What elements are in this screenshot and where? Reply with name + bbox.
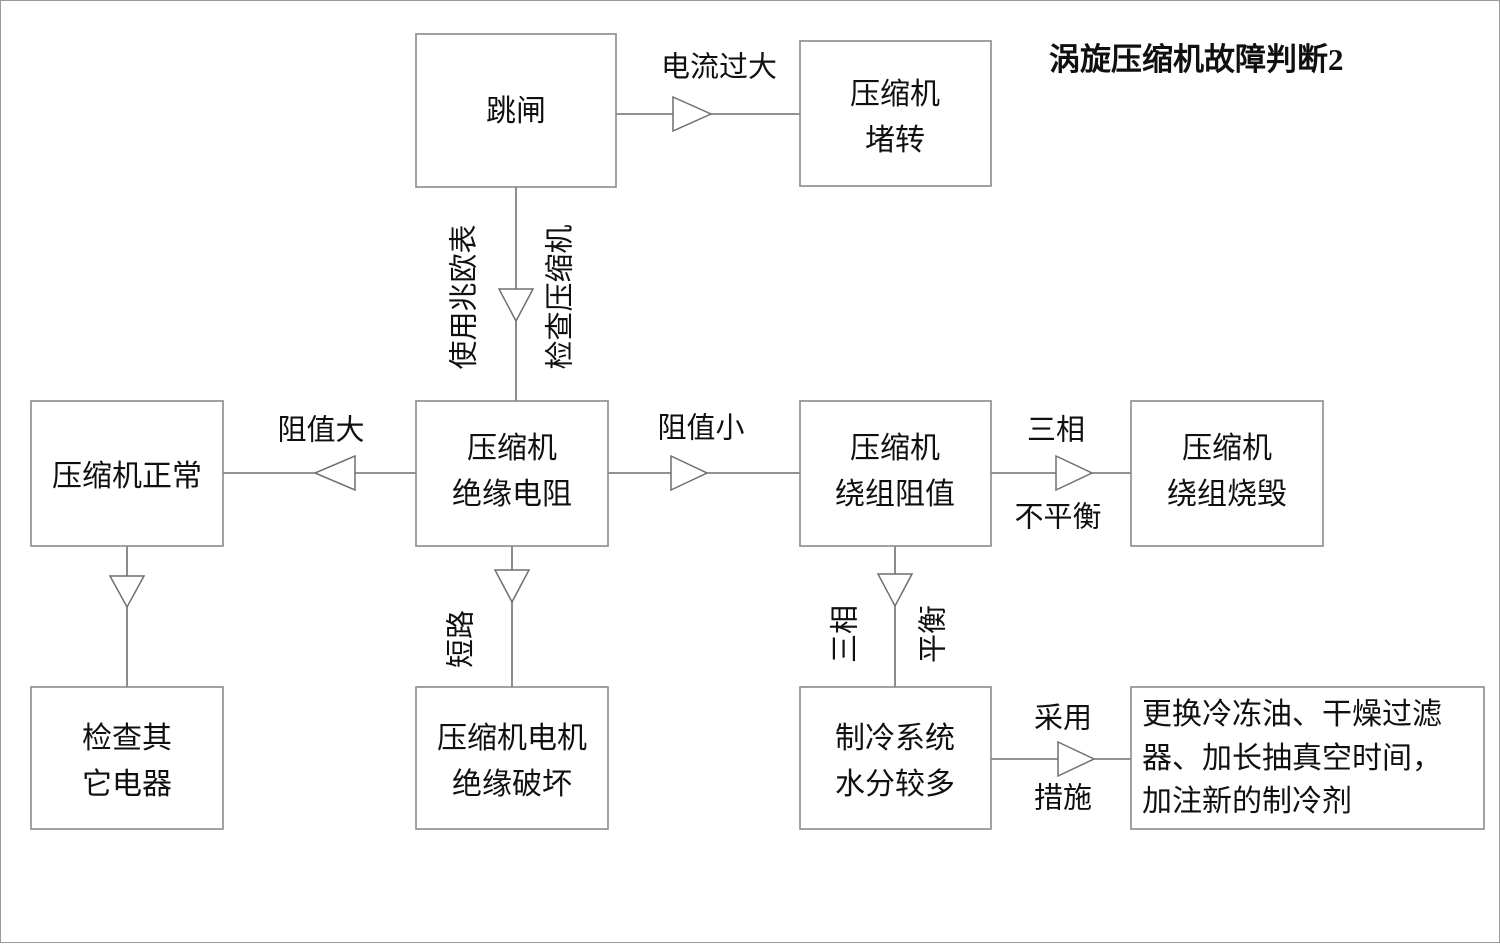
- node-trip-line-0: 跳闸: [486, 95, 546, 128]
- node-motor-insulation-damage[interactable]: 压缩机电机 绝缘破坏: [415, 686, 609, 830]
- node-winding-burnt-line-0: 压缩机: [1182, 432, 1272, 465]
- node-corrective-measures-line-1: 器、加长抽真空时间，: [1142, 742, 1442, 775]
- node-check-other-appliances[interactable]: 检查其 它电器: [30, 686, 224, 830]
- node-compressor-stall-line-0: 压缩机: [850, 78, 940, 111]
- diagram-title: 涡旋压缩机故障判断2: [1049, 42, 1344, 77]
- edge-insulation-to-normal: [223, 454, 416, 492]
- node-corrective-measures-line-0: 更换冷冻油、干燥过滤: [1142, 698, 1442, 731]
- edge-label-three-phase: 三相: [1027, 414, 1085, 447]
- edge-label-measure: 措施: [1034, 782, 1092, 815]
- node-insulation-resistance-line-0: 压缩机: [467, 432, 557, 465]
- edge-trip-to-stall: [616, 95, 800, 133]
- node-winding-burnt-line-1: 绕组烧毁: [1167, 478, 1287, 511]
- node-insulation-resistance[interactable]: 压缩机 绝缘电阻: [415, 400, 609, 547]
- edge-winding-to-moisture: [876, 546, 914, 687]
- node-corrective-measures-line-2: 加注新的制冷剂: [1142, 785, 1352, 818]
- node-corrective-measures[interactable]: 更换冷冻油、干燥过滤 器、加长抽真空时间， 加注新的制冷剂: [1130, 686, 1485, 830]
- node-winding-resistance-line-0: 压缩机: [850, 432, 940, 465]
- node-winding-burnt[interactable]: 压缩机 绕组烧毁: [1130, 400, 1324, 547]
- node-system-moisture-line-0: 制冷系统: [835, 722, 955, 755]
- node-compressor-normal[interactable]: 压缩机正常: [30, 400, 224, 547]
- edge-winding-to-burnt: [991, 454, 1131, 492]
- node-check-other-appliances-line-1: 它电器: [82, 768, 172, 801]
- node-trip[interactable]: 跳闸: [415, 33, 617, 188]
- edge-trip-to-insulation: [497, 187, 535, 401]
- node-motor-insulation-damage-line-0: 压缩机电机: [437, 722, 587, 755]
- edge-label-resistance-low: 阻值小: [657, 412, 744, 445]
- edge-insulation-to-winding: [608, 454, 800, 492]
- edge-label-three-phase-2: 三相: [829, 605, 862, 663]
- node-motor-insulation-damage-line-1: 绝缘破坏: [452, 768, 572, 801]
- node-check-other-appliances-line-0: 检查其: [82, 722, 172, 755]
- edge-label-short-circuit: 短路: [445, 610, 478, 668]
- edge-label-overcurrent: 电流过大: [661, 51, 777, 84]
- node-system-moisture-line-1: 水分较多: [835, 768, 955, 801]
- node-system-moisture[interactable]: 制冷系统 水分较多: [799, 686, 992, 830]
- node-winding-resistance-line-1: 绕组阻值: [835, 478, 955, 511]
- edge-label-resistance-high: 阻值大: [277, 414, 364, 447]
- edge-normal-to-check-other: [108, 546, 146, 687]
- edge-label-adopt: 采用: [1034, 703, 1092, 735]
- node-winding-resistance[interactable]: 压缩机 绕组阻值: [799, 400, 992, 547]
- node-insulation-resistance-line-1: 绝缘电阻: [452, 478, 572, 511]
- edge-label-balanced: 平衡: [917, 605, 950, 663]
- node-compressor-stall-line-1: 堵转: [865, 124, 925, 157]
- edge-label-unbalanced: 不平衡: [1014, 501, 1101, 534]
- edge-label-use-megger: 使用兆欧表: [448, 224, 481, 369]
- edge-moisture-to-measures: [991, 740, 1131, 778]
- edge-label-check-compressor: 检查压缩机: [544, 224, 577, 369]
- node-compressor-stall[interactable]: 压缩机 堵转: [799, 40, 992, 187]
- edge-insulation-to-motor-insulation: [493, 546, 531, 687]
- node-compressor-normal-line-0: 压缩机正常: [52, 460, 202, 493]
